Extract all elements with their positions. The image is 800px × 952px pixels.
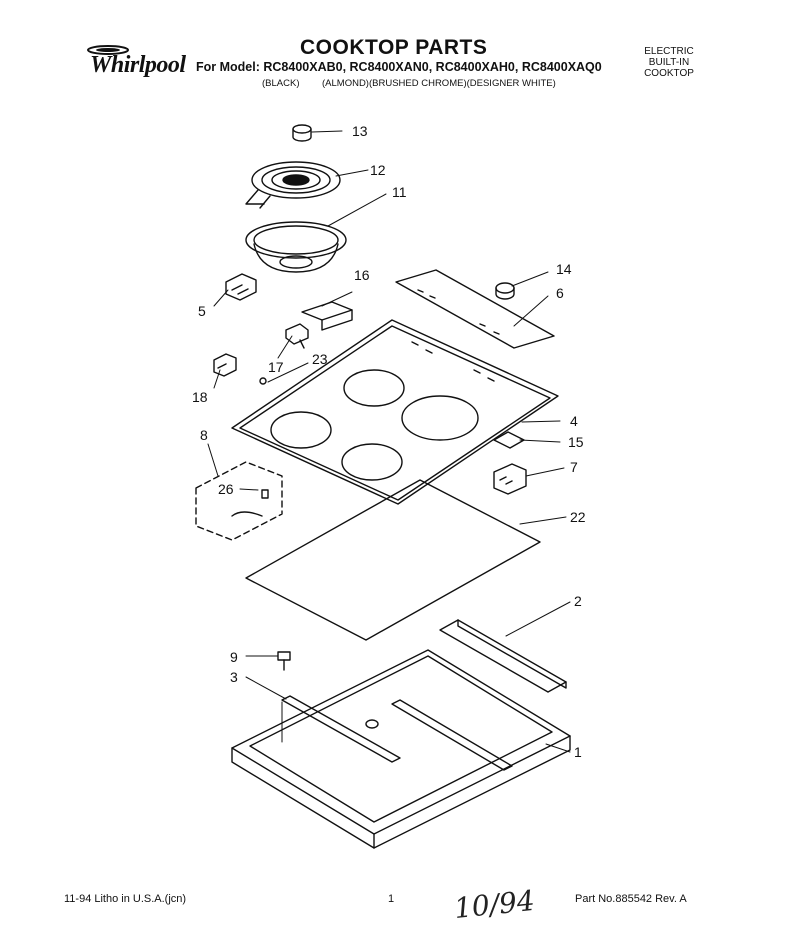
part-knob-cap [292, 124, 312, 142]
print-info: 11-94 Litho in U.S.A.(jcn) [64, 893, 187, 905]
part-infinite-switch [285, 323, 309, 349]
callout-11: 11 [392, 184, 407, 200]
part-drip-bowl [245, 221, 347, 273]
part-side-rail [281, 695, 401, 763]
page-title: COOKTOP PARTS [300, 36, 488, 59]
leader-lines [207, 130, 571, 753]
part-terminal-block [493, 463, 527, 495]
color-others: (ALMOND)(BRUSHED CHROME)(DESIGNER WHITE) [322, 78, 556, 89]
part-bolt [277, 651, 291, 671]
callout-6: 6 [556, 285, 564, 301]
part-screw [259, 377, 267, 385]
callout-26: 26 [218, 481, 234, 497]
callout-13: 13 [352, 123, 368, 139]
product-type-line: ELECTRIC [644, 46, 694, 57]
callout-17: 17 [268, 359, 284, 375]
brand-logo: Whirlpool [90, 52, 186, 78]
part-control-panel [395, 269, 555, 349]
callout-15: 15 [568, 434, 584, 450]
whirlpool-logo-swoosh-icon [87, 45, 129, 55]
part-clip [213, 353, 237, 377]
model-numbers: RC8400XAB0, RC8400XAN0, RC8400XAH0, RC84… [263, 60, 602, 74]
product-type-line: COOKTOP [644, 68, 694, 79]
callout-22: 22 [570, 509, 586, 525]
part-main-top [231, 319, 559, 505]
product-type-line: BUILT-IN [648, 57, 690, 68]
part-wiring-kit [195, 461, 283, 541]
part-receptacle [225, 273, 257, 301]
page-number: 1 [388, 893, 395, 905]
callout-1: 1 [574, 744, 582, 760]
callout-3: 3 [230, 669, 238, 685]
part-rear-bracket [439, 619, 567, 693]
callout-16: 16 [354, 267, 370, 283]
product-type: ELECTRIC BUILT-IN COOKTOP [638, 46, 700, 79]
part-number: Part No.885542 Rev. A [575, 893, 687, 905]
callout-2: 2 [574, 593, 582, 609]
part-control-knob [495, 282, 515, 300]
callout-8: 8 [200, 427, 208, 443]
callout-7: 7 [570, 459, 578, 475]
callout-5: 5 [198, 303, 206, 319]
model-line: For Model: RC8400XAB0, RC8400XAN0, RC840… [196, 60, 602, 74]
callout-23: 23 [312, 351, 328, 367]
callout-9: 9 [230, 649, 238, 665]
callout-12: 12 [370, 162, 386, 178]
callout-14: 14 [556, 261, 572, 277]
color-black: (BLACK) [262, 78, 300, 89]
part-surface-element [245, 161, 341, 209]
callout-18: 18 [192, 389, 208, 405]
callout-4: 4 [570, 413, 578, 429]
model-label: For Model: [196, 60, 260, 74]
part-glass-panel [245, 479, 541, 641]
part-burner-box [231, 649, 571, 849]
part-bracket [301, 301, 353, 331]
